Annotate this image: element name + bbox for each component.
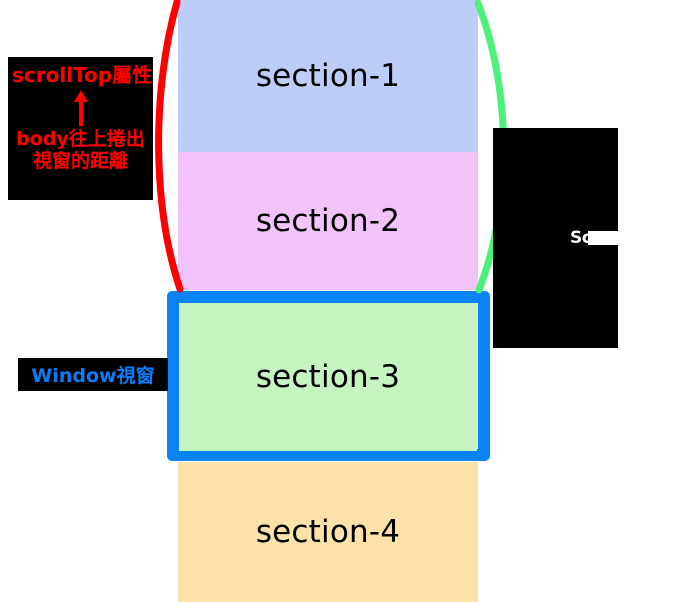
scrolltop-callout-line3: 視窗的距離 [32, 150, 128, 172]
window-viewport-frame [167, 291, 490, 461]
scrolltop-callout: scrollTop屬性 body往上捲出 視窗的距離 [8, 57, 153, 200]
section-1-label: section-1 [255, 58, 401, 94]
left-brace-curve-icon [155, 0, 184, 293]
right-callout-overflow-bar [588, 231, 658, 245]
scrolltop-callout-line1: scrollTop屬性 [12, 63, 153, 87]
section-2-label: section-2 [255, 203, 401, 239]
section-4-label: section-4 [255, 514, 401, 550]
section-1-block: section-1 [178, 0, 478, 152]
section-4-block: section-4 [178, 462, 478, 602]
scrolltop-callout-line2: body往上捲出 [16, 127, 145, 150]
section-2-block: section-2 [178, 152, 478, 290]
right-callout-label: Sc [570, 228, 592, 248]
window-callout-label: Window視窗 [31, 365, 155, 387]
section-3-label: section-3 [255, 359, 401, 395]
window-callout: Window視窗 [18, 358, 168, 391]
section-3-block: section-3 [179, 303, 477, 451]
arrow-up-icon [12, 89, 149, 126]
